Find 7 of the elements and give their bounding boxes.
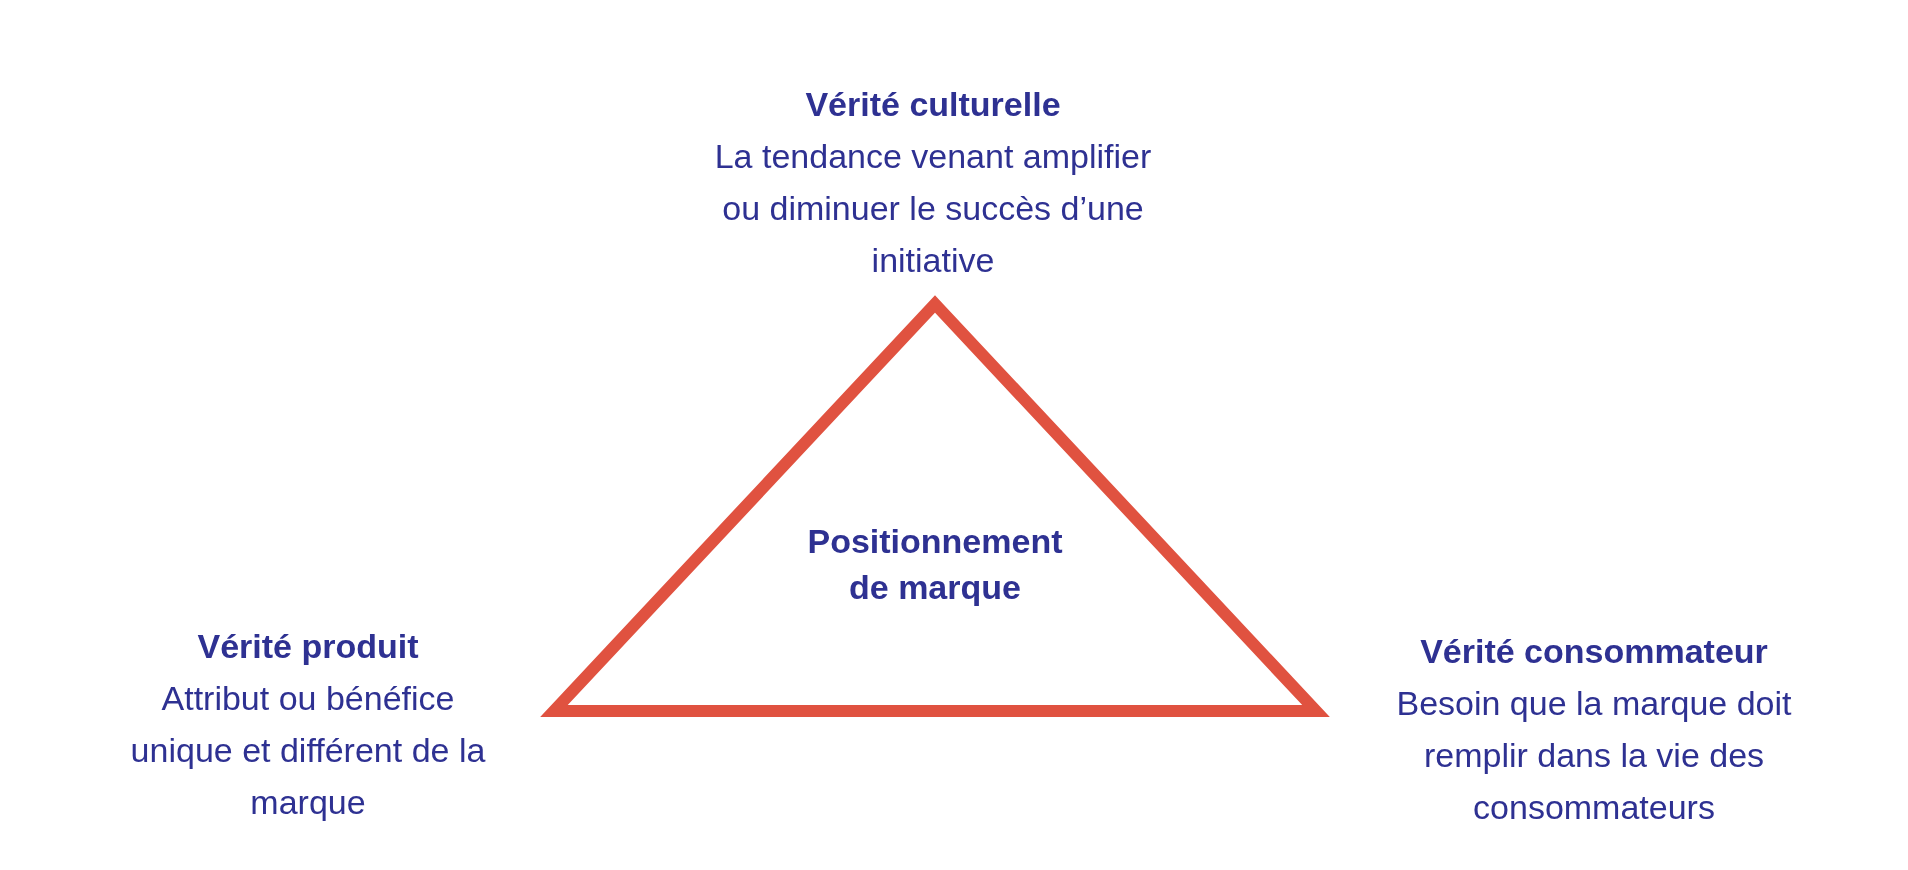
description-text: La tendance venant amplifier ou diminuer le succès d’une initiative <box>713 136 1153 281</box>
heading: Vérité consommateur <box>1419 631 1769 672</box>
description-text: Besoin que la marque doit remplir dans la vie des consommateurs <box>1395 683 1793 828</box>
description-text: Attribut ou bénéfice unique et différent de la marque <box>129 678 487 823</box>
heading: Vérité culturelle <box>804 84 1062 125</box>
center-label: Positionnement de marque <box>806 521 1064 608</box>
heading: Vérité produit <box>196 626 420 667</box>
